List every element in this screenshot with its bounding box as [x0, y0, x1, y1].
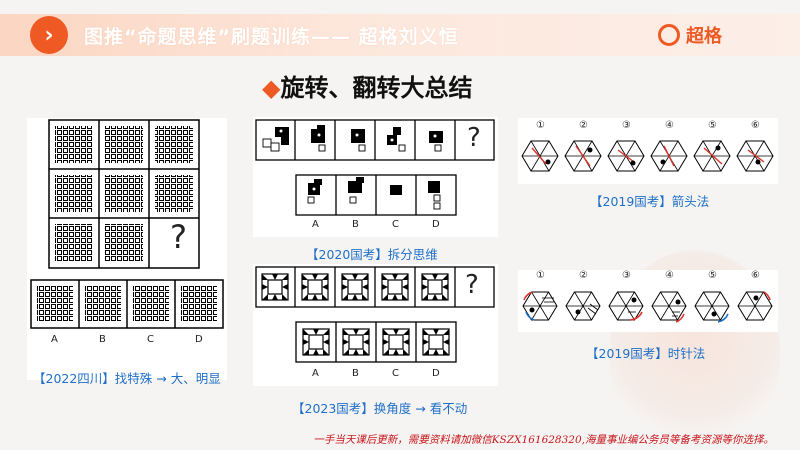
brand-logo: 超格 — [658, 22, 722, 48]
section-title-text: 旋转、翻转大总结 — [280, 74, 473, 102]
section-title: ◆旋转、翻转大总结 — [262, 68, 472, 103]
question-mark: ? — [465, 270, 479, 300]
option-label-d: D — [432, 368, 440, 379]
puzzle-panel-2020: ? A B C D — [253, 117, 498, 237]
footer-watermark: 一手当天课后更新，需要资料请加微信KSZX161628320,海量事业编公务员等… — [313, 434, 774, 446]
figure-number: ① — [536, 270, 545, 281]
puzzle-figure-2022 — [30, 119, 224, 329]
caption-2019-arrow: 【2019国考】箭头法 — [590, 194, 710, 209]
puzzle-panel-2019-arrow: ① ② ③ ④ ⑤ ⑥ — [518, 118, 778, 184]
option-label-b: B — [99, 334, 106, 345]
figure-number: ⑤ — [708, 120, 717, 131]
option-label-c: C — [392, 368, 399, 379]
puzzle-panel-2022: ? A B C D — [27, 118, 227, 380]
puzzle-figure-2020 — [255, 119, 495, 216]
question-mark: ? — [170, 218, 187, 256]
figure-number: ① — [536, 120, 545, 131]
option-label-d: D — [432, 219, 440, 230]
caption-2020: 【2020国考】拆分思维 — [306, 247, 438, 262]
option-label-c: C — [392, 219, 399, 230]
figure-number: ④ — [665, 270, 674, 281]
figure-number: ⑥ — [751, 270, 760, 281]
figure-number: ⑤ — [708, 270, 717, 281]
logo-mark-icon — [658, 24, 680, 46]
puzzle-figure-2019-clock — [522, 291, 773, 323]
caption-2019-clock: 【2019国考】时针法 — [586, 346, 706, 361]
figure-number: ② — [579, 270, 588, 281]
question-mark: ? — [467, 123, 481, 153]
option-label-c: C — [147, 334, 154, 345]
option-label-b: B — [352, 368, 359, 379]
option-label-b: B — [352, 219, 359, 230]
puzzle-figure-2023 — [255, 266, 495, 363]
caption-2022: 【2022四川】找特殊 → 大、明显 — [33, 371, 221, 386]
option-label-a: A — [312, 219, 319, 230]
header-title: 图推“命题思维”刷题训练—— 超格刘义恒 — [84, 26, 459, 48]
figure-number: ④ — [665, 120, 674, 131]
diamond-bullet-icon: ◆ — [262, 74, 281, 102]
caption-2023: 【2023国考】换角度 → 看不动 — [292, 401, 468, 416]
logo-text: 超格 — [686, 26, 722, 47]
puzzle-figure-2019-arrow — [521, 140, 774, 172]
figure-number: ③ — [622, 270, 631, 281]
option-label-a: A — [312, 368, 319, 379]
figure-number: ⑥ — [751, 120, 760, 131]
chevron-right-icon: › — [30, 16, 68, 54]
puzzle-panel-2019-clock: ① ② ③ ④ ⑤ ⑥ — [518, 270, 778, 332]
figure-number: ② — [579, 120, 588, 131]
figure-number: ③ — [622, 120, 631, 131]
option-label-a: A — [51, 334, 58, 345]
puzzle-panel-2023: ? A B C D — [253, 264, 498, 386]
option-label-d: D — [195, 334, 203, 345]
